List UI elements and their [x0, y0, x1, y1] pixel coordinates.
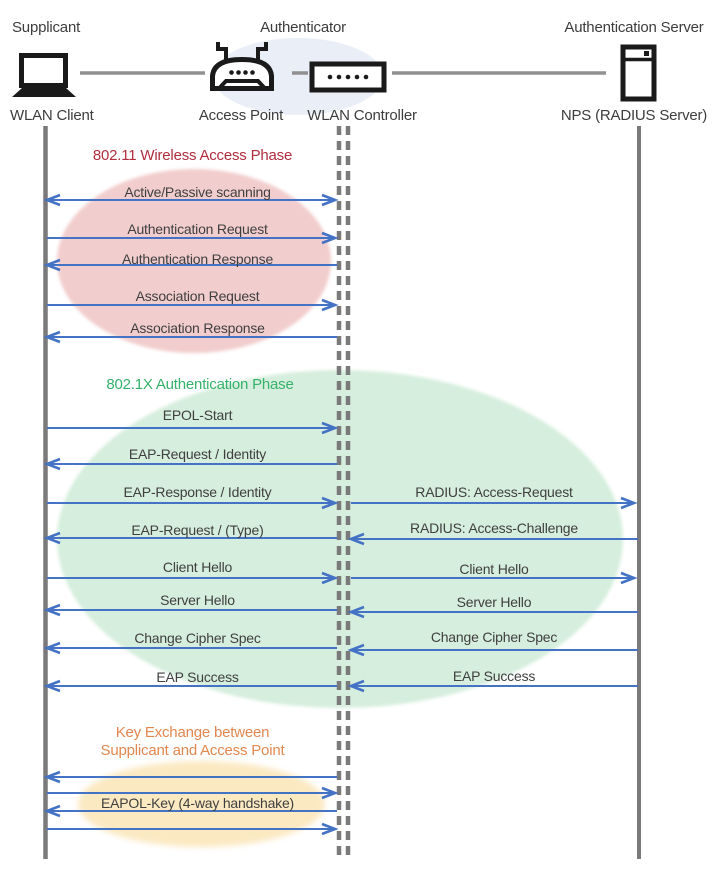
- msg-server-hello-left: Server Hello: [160, 592, 235, 608]
- controller-server-arrows: [347, 496, 638, 693]
- msg-eapol-key-handshake: EAPOL-Key (4-way handshake): [100, 795, 295, 811]
- arrow-eapol-key-2: [47, 786, 339, 800]
- arrow-association-response: [43, 330, 337, 344]
- arrow-radius-access-request: [351, 496, 638, 510]
- arrow-server-hello-left: [43, 603, 337, 617]
- arrow-active-passive-scanning: [43, 193, 339, 207]
- access-point-icon: [210, 42, 274, 91]
- laptop-icon: [12, 53, 76, 97]
- arrow-server-hello-right: [347, 605, 638, 619]
- msg-radius-access-challenge: RADIUS: Access-Challenge: [410, 520, 578, 536]
- msg-association-request: Association Request: [135, 288, 260, 304]
- msg-eap-success-left: EAP Success: [156, 669, 239, 685]
- arrow-eap-response-identity: [47, 496, 339, 510]
- msg-authentication-response: Authentication Response: [121, 251, 274, 267]
- msg-change-cipher-spec-right: Change Cipher Spec: [430, 629, 558, 645]
- arrow-radius-access-challenge: [347, 532, 638, 546]
- arrow-eapol-key-1: [43, 770, 337, 784]
- arrow-change-cipher-spec-right: [347, 643, 638, 657]
- msg-radius-access-request: RADIUS: Access-Request: [415, 484, 573, 500]
- msg-eap-request-identity: EAP-Request / Identity: [128, 446, 267, 462]
- phase-title-key-exchange-line1: Key Exchange between: [115, 724, 270, 741]
- wlan-controller-icon: [309, 61, 387, 93]
- arrow-eap-success-right: [347, 679, 638, 693]
- server-icon: [620, 44, 657, 102]
- phase-title-dot1x: 802.1X Authentication Phase: [106, 376, 294, 393]
- msg-client-hello-right: Client Hello: [459, 561, 529, 577]
- client-controller-arrows: [43, 193, 339, 836]
- msg-eap-success-right: EAP Success: [452, 668, 536, 684]
- node-wlan-client: WLAN Client: [10, 107, 94, 124]
- arrow-client-hello-left: [47, 571, 339, 585]
- msg-change-cipher-spec-left: Change Cipher Spec: [134, 630, 261, 646]
- key-exchange-phase-ellipse: [78, 761, 325, 847]
- arrow-authentication-request: [47, 231, 339, 245]
- arrow-association-request: [47, 298, 339, 312]
- msg-eap-request-type: EAP-Request / (Type): [131, 522, 264, 538]
- arrow-eapol-key-3: [43, 804, 337, 818]
- phase-title-wireless-access: 802.11 Wireless Access Phase: [92, 147, 293, 164]
- node-nps-radius-server: NPS (RADIUS Server): [560, 107, 708, 124]
- node-wlan-controller: WLAN Controller: [307, 107, 417, 124]
- arrow-eap-request-identity: [43, 457, 337, 471]
- arrow-eapol-key-4: [47, 822, 339, 836]
- lifelines: [43, 126, 641, 859]
- msg-server-hello-right: Server Hello: [456, 594, 532, 610]
- msg-eap-response-identity: EAP-Response / Identity: [123, 484, 272, 500]
- msg-epol-start: EPOL-Start: [162, 407, 233, 423]
- arrow-authentication-response: [43, 258, 337, 272]
- msg-authentication-request: Authentication Request: [127, 221, 268, 237]
- msg-active-passive-scanning: Active/Passive scanning: [124, 184, 271, 200]
- role-authentication-server: Authentication Server: [564, 19, 704, 36]
- role-supplicant: Supplicant: [12, 19, 81, 36]
- node-access-point: Access Point: [198, 107, 284, 124]
- arrow-eap-request-type: [43, 531, 337, 545]
- arrow-client-hello-right: [351, 571, 638, 585]
- arrow-change-cipher-spec-left: [43, 641, 337, 655]
- role-authenticator: Authenticator: [260, 19, 346, 36]
- phase-title-key-exchange-line2: Supplicant and Access Point: [100, 742, 285, 759]
- msg-association-response: Association Response: [130, 320, 265, 336]
- arrow-epol-start: [47, 421, 339, 435]
- arrow-eap-success-left: [43, 679, 337, 693]
- msg-client-hello-left: Client Hello: [162, 559, 233, 575]
